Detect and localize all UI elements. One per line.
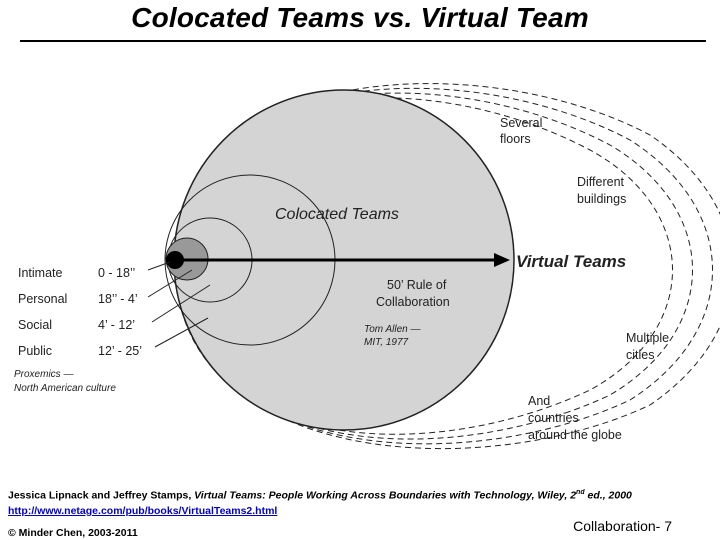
proxemics-note-line2: North American culture: [14, 383, 116, 394]
distance-floors-line1: Several: [500, 116, 542, 130]
proxemics-range-social: 4’ - 12’: [98, 318, 135, 332]
proxemics-zone-personal: Personal: [18, 292, 67, 306]
citation-authors: Jessica Lipnack and Jeffrey Stamps,: [8, 489, 195, 502]
distance-countries-line3: around the globe: [528, 428, 622, 442]
citation-sup: nd: [576, 489, 585, 496]
book-link[interactable]: http://www.netage.com/pub/books/VirtualT…: [8, 505, 278, 517]
proxemics-range-personal: 18’’ - 4’: [98, 292, 138, 306]
virtual-label: Virtual Teams: [516, 252, 626, 271]
distance-cities-line2: cities: [626, 348, 654, 362]
rule-label-line1: 50’ Rule of: [387, 278, 447, 292]
copyright-text: © Minder Chen, 2003-2011: [8, 527, 138, 539]
proxemics-note-line1: Proxemics —: [14, 369, 74, 380]
proxemics-range-public: 12’ - 25’: [98, 344, 142, 358]
allen-note-line2: MIT, 1977: [364, 337, 409, 348]
proxemics-zone-intimate: Intimate: [18, 266, 63, 280]
proxemics-range-intimate: 0 - 18’’: [98, 266, 135, 280]
distance-cities-line1: Multiple: [626, 331, 669, 345]
reference-citation: Jessica Lipnack and Jeffrey Stamps, Virt…: [8, 489, 720, 502]
allen-note-line1: Tom Allen —: [364, 324, 422, 335]
leader-public: [154, 317, 209, 348]
proxemics-zone-social: Social: [18, 318, 52, 332]
proxemics-zone-public: Public: [18, 344, 52, 358]
colocated-label: Colocated Teams: [275, 206, 399, 223]
slide-number: Collaboration- 7: [573, 518, 672, 534]
rule-label-line2: Collaboration: [376, 295, 450, 309]
leader-social: [151, 284, 211, 323]
virtual-arrow-head: [494, 253, 510, 267]
leader-personal: [147, 269, 193, 298]
distance-floors-line2: floors: [500, 132, 531, 146]
citation-tail: ed., 2000: [584, 489, 632, 502]
distance-buildings-line1: Different: [577, 175, 625, 189]
distance-buildings-line2: buildings: [577, 192, 626, 206]
citation-book: Virtual Teams: People Working Across Bou…: [194, 489, 577, 502]
distance-countries-line1: And: [528, 394, 550, 408]
title-divider: [20, 40, 706, 42]
distance-countries-line2: countries: [528, 411, 579, 425]
slide-title: Colocated Teams vs. Virtual Team: [131, 2, 589, 33]
leader-intimate: [147, 261, 171, 271]
